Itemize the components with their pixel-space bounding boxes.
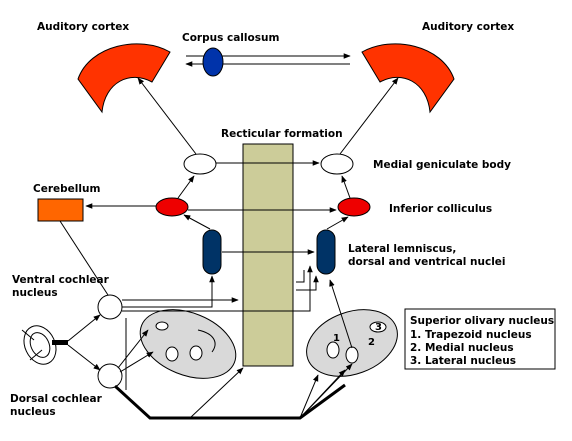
- edge-crossing-to-formation: [189, 367, 244, 419]
- edge-formation-right-2: [296, 270, 305, 283]
- edge-right-geniculate-to-cortex: [339, 77, 399, 155]
- label-superior-olivary-item1: 1. Trapezoid nucleus: [410, 329, 532, 341]
- edge-cochlea-ventral: [67, 314, 101, 342]
- olive-left-nucleus-b: [165, 346, 179, 362]
- medial-geniculate-right: [320, 153, 354, 175]
- edge-crossing-to-olive-right-c: [299, 363, 353, 419]
- edge-ventral-to-left-lemniscus: [122, 275, 215, 308]
- ventral-cochlear-nucleus: [97, 294, 123, 320]
- label-recticular-formation: Recticular formation: [221, 128, 343, 140]
- superior-olive-right: [306, 309, 398, 377]
- inferior-colliculus-left: [155, 197, 189, 217]
- edge-olive-right-to-lemniscus: [329, 279, 353, 349]
- edge-left-colliculus-to-geniculate: [177, 175, 195, 199]
- label-auditory-cortex-right: Auditory cortex: [422, 21, 514, 33]
- lateral-lemniscus-left: [202, 229, 222, 275]
- olive-number-2: 2: [368, 337, 375, 348]
- edge-dorsal-crossing: [113, 383, 346, 420]
- olive-left-nucleus-a: [155, 321, 169, 331]
- edge-crossing-to-olive-right-a: [299, 374, 319, 419]
- edge-formation-right: [296, 275, 319, 291]
- label-ventral-cochlear-line2: nucleus: [12, 287, 58, 299]
- edge-right-lemniscus-to-colliculus: [326, 216, 349, 230]
- label-superior-olivary-item3: 3. Lateral nucleus: [410, 355, 516, 367]
- olive-left-nucleus-curve: [197, 329, 216, 353]
- label-medial-geniculate-body: Medial geniculate body: [373, 159, 511, 171]
- olive-right-nucleus-2: [345, 346, 359, 364]
- olive-number-3: 3: [375, 322, 382, 333]
- edge-dorsal-to-olive-a: [117, 329, 149, 369]
- superior-olivary-legend-box: [404, 308, 556, 370]
- edge-right-colliculus-to-geniculate: [341, 175, 351, 199]
- label-auditory-cortex-left: Auditory cortex: [37, 21, 129, 33]
- label-dorsal-cochlear-line2: nucleus: [10, 406, 56, 418]
- edge-left-lemniscus-to-colliculus: [183, 214, 211, 230]
- label-superior-olivary-item2: 2. Medial nucleus: [410, 342, 514, 354]
- cerebellum-block: [37, 198, 84, 222]
- auditory-cortex-right-shape: [361, 43, 455, 114]
- label-ventral-cochlear-line1: Ventral cochlear: [12, 274, 110, 286]
- label-cerebellum: Cerebellum: [33, 183, 100, 195]
- label-dorsal-cochlear-line1: Dorsal cochlear: [10, 393, 103, 405]
- olive-left-nucleus-c: [189, 345, 203, 361]
- lateral-lemniscus-right: [316, 229, 336, 275]
- label-inferior-colliculus: Inferior colliculus: [389, 203, 492, 215]
- label-lateral-lemniscus-line1: Lateral lemniscus,: [348, 243, 456, 255]
- dorsal-cochlear-nucleus: [97, 363, 123, 389]
- edge-ventral-to-right-lemniscus: [122, 265, 313, 312]
- cochlea-icon: [21, 325, 68, 365]
- edge-dorsal-to-olive-b: [119, 351, 154, 373]
- inferior-colliculus-right: [337, 197, 371, 217]
- edge-left-geniculate-to-cortex: [137, 77, 197, 155]
- edge-cerebellum-to-ventral: [59, 220, 109, 296]
- recticular-formation-block: [242, 143, 294, 367]
- olive-right-nucleus-3: [369, 321, 387, 333]
- label-corpus-callosum: Corpus callosum: [182, 32, 279, 44]
- edge-cochlea-dorsal: [67, 344, 101, 371]
- auditory-cortex-left-shape: [77, 43, 171, 114]
- label-superior-olivary-title: Superior olivary nucleus: [410, 315, 554, 327]
- label-lateral-lemniscus-line2: dorsal and ventrical nuclei: [348, 256, 506, 268]
- olive-number-1: 1: [333, 333, 340, 344]
- corpus-callosum-shape: [202, 47, 224, 77]
- medial-geniculate-left: [183, 153, 217, 175]
- olive-right-nucleus-1: [326, 341, 340, 359]
